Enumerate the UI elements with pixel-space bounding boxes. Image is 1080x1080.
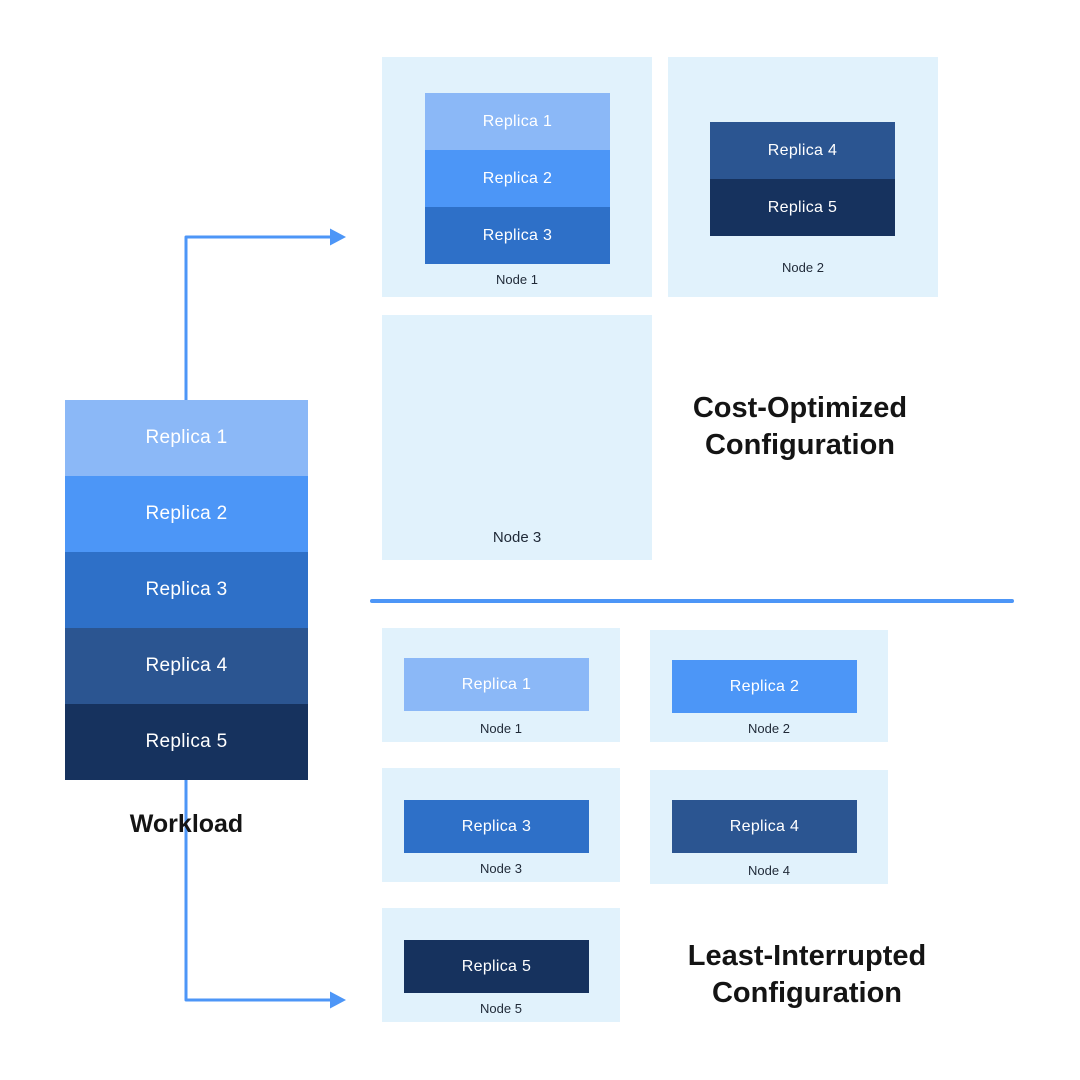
- li-node-1-label: Node 1: [480, 721, 522, 736]
- li-node-2-box: Replica 2 Node 2: [650, 630, 888, 742]
- replica-block: Replica 1: [425, 93, 610, 150]
- li-node-5-box: Replica 5 Node 5: [382, 908, 620, 1022]
- cost-node-1-box: Replica 1 Replica 2 Replica 3 Node 1: [382, 57, 652, 297]
- workload-replica-2: Replica 2: [65, 476, 308, 552]
- cost-node-2-replica-stack: Replica 4 Replica 5: [710, 122, 895, 236]
- bottom-arrowhead-icon: [330, 991, 346, 1009]
- replica-block: Replica 1: [404, 658, 589, 711]
- li-node-1-box: Replica 1 Node 1: [382, 628, 620, 742]
- replica-block: Replica 5: [710, 179, 895, 236]
- li-node-4-label: Node 4: [748, 863, 790, 878]
- workload-replica-1: Replica 1: [65, 400, 308, 476]
- cost-node-1-replica-stack: Replica 1 Replica 2 Replica 3: [425, 93, 610, 264]
- least-interrupted-title-line1: Least-Interrupted: [687, 940, 927, 972]
- replica-block: Replica 5: [404, 940, 589, 993]
- replica-block: Replica 2: [425, 150, 610, 207]
- cost-node-3-box: Node 3: [382, 315, 652, 560]
- replica-block: Replica 4: [710, 122, 895, 179]
- li-node-3-label: Node 3: [480, 861, 522, 876]
- replica-block: Replica 2: [672, 660, 857, 713]
- workload-label: Workload: [129, 810, 244, 838]
- workload-stack: Replica 1 Replica 2 Replica 3 Replica 4 …: [65, 400, 308, 780]
- cost-node-3-label: Node 3: [492, 529, 542, 546]
- workload-replica-3: Replica 3: [65, 552, 308, 628]
- least-interrupted-title: Least-Interrupted Configuration: [647, 938, 967, 1012]
- top-arrow-connector: [184, 235, 330, 402]
- cost-node-2-box: Replica 4 Replica 5 Node 2: [668, 57, 938, 297]
- cost-node-2-label: Node 2: [782, 260, 824, 275]
- li-node-4-box: Replica 4 Node 4: [650, 770, 888, 884]
- li-node-5-label: Node 5: [480, 1001, 522, 1016]
- workload-replica-4: Replica 4: [65, 628, 308, 704]
- top-arrowhead-icon: [330, 228, 346, 246]
- least-interrupted-title-line2: Configuration: [711, 977, 903, 1010]
- li-node-3-box: Replica 3 Node 3: [382, 768, 620, 882]
- li-node-2-label: Node 2: [748, 721, 790, 736]
- cost-optimized-title-line1: Cost-Optimized: [692, 392, 908, 424]
- replica-block: Replica 3: [404, 800, 589, 853]
- cost-node-1-label: Node 1: [496, 272, 538, 287]
- cost-optimized-title-line2: Configuration: [704, 429, 896, 462]
- cost-optimized-title: Cost-Optimized Configuration: [640, 390, 960, 464]
- replica-block: Replica 3: [425, 207, 610, 264]
- workload-replica-5: Replica 5: [65, 704, 308, 780]
- replica-block: Replica 4: [672, 800, 857, 853]
